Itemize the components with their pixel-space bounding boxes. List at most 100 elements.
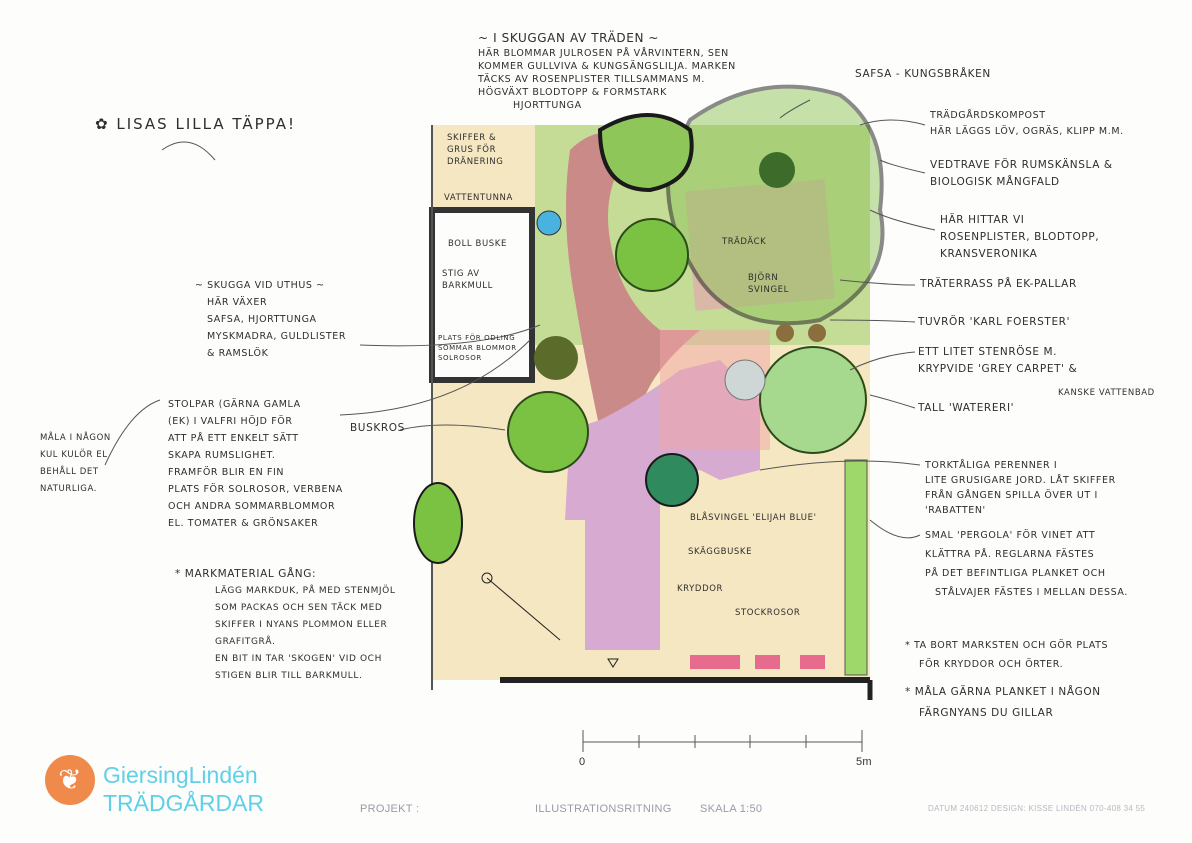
shed [429,207,535,383]
label-line: SOMMAR BLOMMOR [438,344,517,352]
shrub-rose [507,391,589,473]
label-growing: PLATS FÖR ODLING SOMMAR BLOMMOR SOLROSOR [438,333,517,363]
note-paint: * MÅLA GÄRNA PLANKET I NÅGON FÄRGNYANS D… [905,682,1101,724]
note-line: OCH ANDRA SOMMARBLOMMOR [168,501,336,512]
note-line: VEDTRAVE FÖR RUMSKÄNSLA & [930,159,1113,171]
note-line: BEHÅLL DET [40,467,99,477]
note-pine: TALL 'WATERERI' [918,402,1015,414]
scale-start-label: 0 [579,756,586,768]
note-line: LITE GRUSIGARE JORD. LÅT SKIFFER [925,475,1116,486]
note-line: PLATS FÖR SOLROSOR, VERBENA [168,484,343,495]
footer-project: PROJEKT : [360,803,420,815]
note-line: PÅ DET BEFINTLIGA PLANKET OCH [925,568,1106,579]
note-line: SKAPA RUMSLIGHET. [168,450,276,461]
note-remove: * TA BORT MARKSTEN OCH GÖR PLATS FÖR KRY… [905,636,1108,674]
note-line: * TA BORT MARKSTEN OCH GÖR PLATS [905,640,1109,651]
ball-bush [615,218,689,292]
page-title: ✿ LISAS LILLA TÄPPA! [95,115,297,133]
hollyhock-bed [800,655,825,669]
label-line: DRÄNERING [447,157,504,167]
note-line: * MÅLA GÄRNA PLANKET I NÅGON [905,686,1101,698]
note-line: FÖR KRYDDOR OCH ÖRTER. [919,659,1064,670]
label-line: SVINGEL [748,285,789,295]
hollyhock-bed [755,655,780,669]
logo-subtitle: TRÄDGÅRDAR [103,790,265,816]
note-line: SAFSA, HJORTTUNGA [207,314,317,325]
label-line: SOLROSOR [438,354,482,362]
note-line: ~ SKUGGA VID UTHUS ~ [195,280,325,291]
note-line: HJORTTUNGA [513,100,582,111]
note-compost: TRÄDGÅRDSKOMPOST HÄR LÄGGS LÖV, OGRÄS, K… [930,108,1124,140]
water-barrel [536,210,562,236]
label-line: SKIFFER & [447,133,497,143]
note-here-find: HÄR HITTAR VI ROSENPLISTER, BLODTOPP, KR… [940,212,1099,263]
grass-tuft [776,324,794,342]
entrance-marker [607,658,619,668]
scale-end-label: 5m [856,756,872,768]
logo-icon: ❦ [45,755,95,805]
note-line: & RAMSLÖK [207,348,269,359]
note-line: ETT LITET STENRÖSE M. [918,346,1058,358]
note-rockery: ETT LITET STENRÖSE M. KRYPVIDE 'GREY CAR… [918,344,1077,378]
logo-name: GiersingLindén [103,762,258,788]
note-line: HÖGVÄXT BLODTOPP & FORMSTARK [478,87,667,98]
label-birch: BJÖRN SVINGEL [748,272,789,296]
note-rockery-extra: KANSKE VATTENBAD [1058,388,1155,398]
note-grass: TUVRÖR 'KARL FOERSTER' [918,316,1071,328]
note-line: KRANSVERONIKA [940,248,1038,260]
note-material: * MARKMATERIAL GÅNG: LÄGG MARKDUK, PÅ ME… [175,566,395,685]
label-line: GRUS FÖR [447,145,497,155]
note-line: STOLPAR (GÄRNA GAMLA [168,399,301,410]
note-line: KUL KULÖR EL [40,450,108,460]
note-line: 'RABATTEN' [925,505,986,516]
note-line: TÄCKS AV ROSENPLISTER TILLSAMMANS M. [478,74,705,85]
note-line: FRAMFÖR BLIR EN FIN [168,467,285,478]
label-ball-bush: BOLL BUSKE [448,239,507,249]
note-line: MÅLA I NÅGON [40,433,111,443]
note-drought: TORKTÅLIGA PERENNER I LITE GRUSIGARE JOR… [925,458,1116,518]
tree-canopy-large [666,84,885,326]
note-line: NATURLIGA. [40,484,98,494]
footer-drawing-type: ILLUSTRATIONSRITNING [535,803,672,815]
note-line: EL. TOMATER & GRÖNSAKER [168,518,319,529]
note-shed-shade: ~ SKUGGA VID UTHUS ~ HÄR VÄXER SAFSA, HJ… [195,277,346,362]
label-line: PLATS FÖR ODLING [438,334,516,342]
note-line: ROSENPLISTER, BLODTOPP, [940,231,1100,243]
label-wood-deck: TRÄDÄCK [722,237,767,247]
birch-shrub [759,152,795,188]
note-shade-trees: ~ I SKUGGAN AV TRÄDEN ~ HÄR BLOMMAR JULR… [478,30,736,112]
ball-tree-outside [413,482,463,564]
grass-tuft [808,324,826,342]
caryopteris [645,453,699,507]
note-line: SMAL 'PERGOLA' FÖR VINET ATT [925,530,1096,541]
label-caryopteris: SKÄGGBUSKE [688,547,753,557]
label-line: BJÖRN [748,273,779,283]
note-posts: STOLPAR (GÄRNA GAMLA (EK) I VALFRI HÖJD … [168,396,343,532]
note-safsa: SAFSA - KUNGSBRÅKEN [855,68,991,80]
label-herbs: KRYDDOR [677,584,724,594]
note-line: ATT PÅ ETT ENKELT SÄTT [168,433,299,444]
north-arrow [481,572,561,641]
note-line: TRÄDGÅRDSKOMPOST [930,110,1046,121]
note-paint-ball: MÅLA I NÅGON KUL KULÖR EL BEHÅLL DET NAT… [40,430,111,498]
note-line: TORKTÅLIGA PERENNER I [925,460,1058,471]
label-line: STIG AV [442,269,480,279]
pine-tree [759,346,867,454]
note-line: LÄGG MARKDUK, PÅ MED STENMJÖL [215,586,396,596]
label-hollyhocks: STOCKROSOR [735,608,801,618]
note-line: HÄR BLOMMAR JULROSEN PÅ VÅRVINTERN, SEN [478,48,729,59]
label-line: BARKMULL [442,281,493,291]
footer-info: DATUM 240612 DESIGN: KISSE LINDÉN 070-40… [928,804,1146,813]
note-line: (EK) I VALFRI HÖJD FÖR [168,416,293,427]
pergola [844,459,868,676]
label-blue-fescue: BLÅSVINGEL 'ELIJAH BLUE' [690,513,817,523]
label-bark-path: STIG AV BARKMULL [442,268,493,292]
note-line: GRAFITGRÅ. [215,637,276,647]
note-line: STIGEN BLIR TILL BARKMULL. [215,671,363,681]
flower-icon: ✿ [95,115,117,133]
tree-canopy-small [597,113,694,193]
note-line: FRÅN GÅNGEN SPILLA ÖVER UT I [925,490,1098,501]
hollyhock-bed [690,655,740,669]
scale-bar [582,730,863,752]
